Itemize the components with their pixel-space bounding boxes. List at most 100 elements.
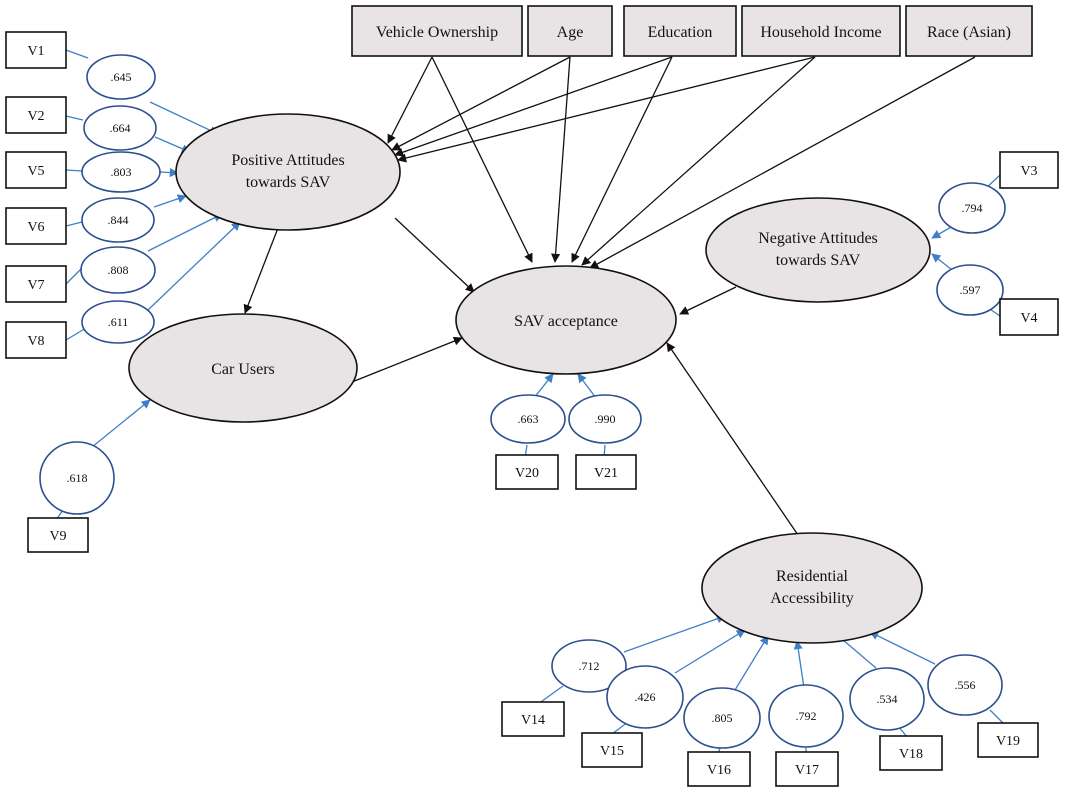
svg-text:V8: V8 [27, 334, 44, 349]
path-pos-car [243, 227, 279, 314]
svg-text:.808: .808 [108, 263, 129, 277]
latent-car-users: Car Users [128, 313, 358, 423]
latent-label: SAV acceptance [514, 313, 618, 330]
indicator-v1: V1 [5, 31, 67, 69]
svg-text:.597: .597 [960, 283, 981, 297]
latent-variables: Positive Attitudes towards SAV Negative … [128, 113, 931, 644]
covariate-household-income: Household Income [741, 5, 901, 57]
covariate-vehicle-ownership: Vehicle Ownership [351, 5, 523, 57]
svg-text:.611: .611 [108, 315, 129, 329]
loading-v6: .844 [81, 197, 155, 243]
covariate-education: Education [623, 5, 737, 57]
indicator-v19: V19 [977, 722, 1039, 758]
latent-label: Positive Attitudes [231, 152, 344, 169]
svg-text:.534: .534 [877, 692, 898, 706]
indicator-v14: V14 [501, 701, 565, 737]
svg-text:.990: .990 [595, 412, 616, 426]
svg-text:.805: .805 [712, 711, 733, 725]
svg-text:.792: .792 [796, 709, 817, 723]
svg-text:V16: V16 [707, 763, 731, 778]
indicator-v9: V9 [27, 517, 89, 553]
link-v1 [65, 49, 89, 59]
loading-v2: .664 [83, 105, 157, 151]
loading-v9: .618 [39, 441, 115, 515]
svg-text:V17: V17 [795, 763, 819, 778]
svg-text:V9: V9 [49, 529, 66, 544]
covariates: Vehicle Ownership Age Education Househol… [351, 5, 1033, 57]
loading-v7: .808 [80, 246, 156, 294]
loading-v15: .426 [606, 665, 684, 729]
covariate-label: Age [557, 24, 584, 41]
indicator-v20: V20 [495, 454, 559, 490]
svg-text:V14: V14 [521, 713, 545, 728]
svg-text:.426: .426 [635, 690, 656, 704]
path-race-sav [589, 56, 976, 269]
covariate-label: Household Income [760, 24, 881, 41]
latent-label: Car Users [211, 361, 275, 378]
covariate-label: Education [648, 24, 713, 41]
loading-v14: .712 [551, 639, 627, 693]
loading-v18: .534 [849, 667, 925, 731]
svg-text:V21: V21 [594, 466, 618, 481]
covariate-label: Vehicle Ownership [376, 24, 498, 41]
svg-text:.712: .712 [579, 659, 600, 673]
loading-v1: .645 [86, 54, 156, 100]
svg-text:.663: .663 [518, 412, 539, 426]
latent-label: Residential [776, 568, 849, 585]
svg-text:.618: .618 [67, 471, 88, 485]
covariate-label: Race (Asian) [927, 24, 1011, 41]
path-edu-pos [394, 56, 673, 157]
svg-text:V18: V18 [899, 747, 923, 762]
path-edu-sav [571, 56, 673, 263]
latent-residential-accessibility: Residential Accessibility [701, 532, 923, 644]
path-vo-pos [387, 56, 433, 144]
latent-label: towards SAV [776, 252, 861, 269]
indicator-v16: V16 [687, 751, 751, 787]
svg-text:.556: .556 [955, 678, 976, 692]
loading-v21: .990 [568, 394, 642, 444]
structural-paths [243, 56, 976, 536]
latent-positive-attitudes: Positive Attitudes towards SAV [175, 113, 401, 231]
indicator-v2: V2 [5, 96, 67, 134]
svg-text:V6: V6 [27, 220, 44, 235]
path-res-sav [666, 342, 799, 536]
path-car-sav [351, 336, 463, 383]
indicators: V1 V2 V5 V6 V7 V8 V9 V3 V4 V20 V21 V14 V… [5, 31, 1059, 787]
indicator-v6: V6 [5, 207, 67, 245]
svg-text:V5: V5 [27, 164, 44, 179]
svg-text:V7: V7 [27, 278, 44, 293]
covariate-race-asian: Race (Asian) [905, 5, 1033, 57]
path-age-sav [551, 56, 571, 263]
latent-label: towards SAV [246, 174, 331, 191]
svg-text:.844: .844 [108, 213, 129, 227]
path-vo-sav [431, 56, 533, 263]
latent-label: Negative Attitudes [758, 230, 878, 247]
svg-text:.803: .803 [111, 165, 132, 179]
svg-text:V1: V1 [27, 44, 44, 59]
loadings: .645 .664 .803 .844 .808 .611 .618 .794 … [39, 54, 1006, 749]
indicator-v8: V8 [5, 321, 67, 359]
indicator-v4: V4 [999, 298, 1059, 336]
path-pos-sav [394, 217, 475, 293]
loading-v5: .803 [81, 151, 161, 193]
svg-text:.664: .664 [110, 121, 131, 135]
path-inc-sav [581, 56, 816, 266]
svg-text:V20: V20 [515, 466, 539, 481]
covariate-age: Age [527, 5, 613, 57]
indicator-v5: V5 [5, 151, 67, 189]
path-neg-sav [679, 286, 737, 315]
indicator-v21: V21 [575, 454, 637, 490]
loading-v16: .805 [683, 687, 761, 749]
indicator-v7: V7 [5, 265, 67, 303]
svg-text:.794: .794 [962, 201, 983, 215]
svg-text:V15: V15 [600, 744, 624, 759]
loading-v17: .792 [768, 684, 844, 748]
loading-v8: .611 [81, 300, 155, 344]
svg-text:V4: V4 [1020, 311, 1037, 326]
loading-v20: .663 [490, 394, 566, 444]
loading-v3: .794 [938, 182, 1006, 234]
indicator-v3: V3 [999, 151, 1059, 189]
path-inc-pos [397, 56, 816, 163]
latent-negative-attitudes: Negative Attitudes towards SAV [705, 197, 931, 303]
